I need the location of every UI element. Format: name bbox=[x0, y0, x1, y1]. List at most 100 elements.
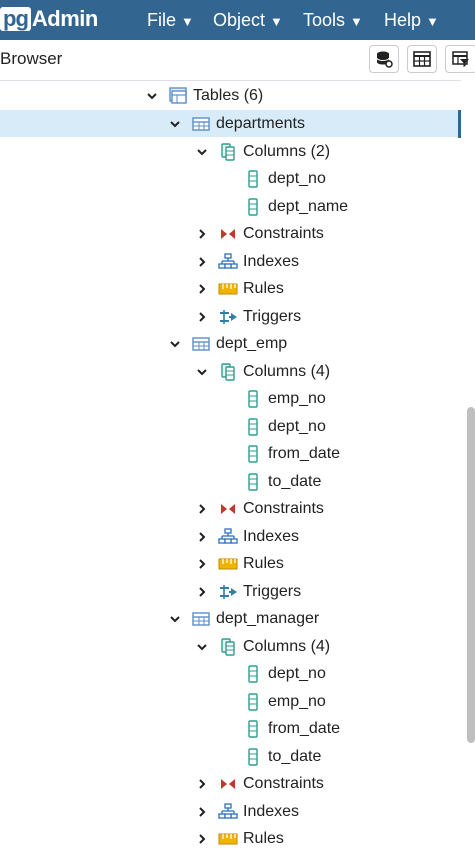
menu-tools[interactable]: Tools▼ bbox=[303, 0, 363, 40]
tree-node-label: emp_no bbox=[268, 389, 326, 407]
tree-node-table[interactable]: departments bbox=[0, 110, 460, 137]
tree-node-indexes[interactable]: Indexes bbox=[0, 248, 460, 275]
chevron-down-icon[interactable] bbox=[167, 611, 183, 627]
rules-icon bbox=[218, 554, 238, 574]
scrollbar-thumb[interactable] bbox=[467, 407, 475, 743]
column-icon bbox=[243, 389, 263, 409]
tree-node-column[interactable]: dept_no bbox=[0, 413, 460, 440]
chevron-right-icon[interactable] bbox=[194, 226, 210, 242]
table-icon bbox=[191, 609, 211, 629]
tables-icon bbox=[168, 86, 188, 106]
triggers-icon bbox=[218, 307, 238, 327]
tree-node-label: Rules bbox=[243, 829, 284, 847]
chevron-down-icon[interactable] bbox=[167, 116, 183, 132]
columns-icon bbox=[218, 142, 238, 162]
selection-edge bbox=[458, 110, 461, 138]
tree-node-constraints[interactable]: Constraints bbox=[0, 770, 460, 797]
tree-node-label: Columns (4) bbox=[243, 362, 331, 380]
tree-node-column[interactable]: to_date bbox=[0, 468, 460, 495]
column-icon bbox=[243, 747, 263, 767]
menu-file-label: File bbox=[147, 9, 177, 30]
tree-node-label: emp_no bbox=[268, 692, 326, 710]
columns-icon bbox=[218, 637, 238, 657]
chevron-right-icon[interactable] bbox=[194, 309, 210, 325]
view-data-button[interactable] bbox=[407, 45, 437, 73]
tree-node-label: Constraints bbox=[243, 224, 324, 242]
table-filter-icon bbox=[452, 51, 469, 67]
tree-node-label: dept_emp bbox=[216, 334, 288, 352]
menu-object-label: Object bbox=[213, 9, 266, 30]
column-icon bbox=[243, 719, 263, 739]
chevron-right-icon[interactable] bbox=[194, 281, 210, 297]
chevron-right-icon[interactable] bbox=[194, 501, 210, 517]
indexes-icon bbox=[218, 252, 238, 272]
tree-node-label: Columns (2) bbox=[243, 142, 331, 160]
tree-node-column[interactable]: dept_name bbox=[0, 193, 460, 220]
tree-node-column[interactable]: emp_no bbox=[0, 688, 460, 715]
menu-help[interactable]: Help▼ bbox=[384, 0, 439, 40]
chevron-down-icon[interactable] bbox=[194, 144, 210, 160]
tree-node-rules[interactable]: Rules bbox=[0, 825, 460, 852]
tree-node-column[interactable]: emp_no bbox=[0, 385, 460, 412]
chevron-down-icon[interactable] bbox=[167, 336, 183, 352]
tree-node-constraints[interactable]: Constraints bbox=[0, 220, 460, 247]
tree-node-indexes[interactable]: Indexes bbox=[0, 523, 460, 550]
column-icon bbox=[243, 169, 263, 189]
tree-node-label: dept_name bbox=[268, 197, 349, 215]
table-grid-icon bbox=[413, 51, 431, 67]
chevron-right-icon[interactable] bbox=[194, 254, 210, 270]
tree-node-label: Triggers bbox=[243, 307, 302, 325]
tree-node-label: dept_no bbox=[268, 664, 326, 682]
query-tool-button[interactable] bbox=[369, 45, 399, 73]
menu-file[interactable]: File▼ bbox=[147, 0, 194, 40]
logo-suffix: Admin bbox=[31, 6, 98, 31]
column-icon bbox=[243, 664, 263, 684]
tree-node-column[interactable]: dept_no bbox=[0, 165, 460, 192]
tree-node-label: Constraints bbox=[243, 774, 324, 792]
column-icon bbox=[243, 417, 263, 437]
table-icon bbox=[191, 334, 211, 354]
menu-object[interactable]: Object▼ bbox=[213, 0, 283, 40]
logo-prefix: pg bbox=[0, 7, 31, 31]
tree-node-triggers[interactable]: Triggers bbox=[0, 303, 460, 330]
tree-node-label: dept_no bbox=[268, 169, 326, 187]
tree-node-tables[interactable]: Tables (6) bbox=[0, 82, 460, 109]
tree-node-column[interactable]: to_date bbox=[0, 743, 460, 770]
tree-node-label: to_date bbox=[268, 472, 322, 490]
tree-node-column[interactable]: dept_no bbox=[0, 660, 460, 687]
chevron-down-icon: ▼ bbox=[270, 13, 283, 29]
chevron-right-icon[interactable] bbox=[194, 529, 210, 545]
chevron-down-icon[interactable] bbox=[144, 88, 160, 104]
chevron-right-icon[interactable] bbox=[194, 584, 210, 600]
browser-title: Browser bbox=[0, 49, 63, 68]
chevron-right-icon[interactable] bbox=[194, 831, 210, 847]
tree-node-columns[interactable]: Columns (4) bbox=[0, 358, 460, 385]
tree-node-label: to_date bbox=[268, 747, 322, 765]
chevron-down-icon[interactable] bbox=[194, 639, 210, 655]
tree-node-columns[interactable]: Columns (2) bbox=[0, 138, 460, 165]
tree-node-column[interactable]: from_date bbox=[0, 715, 460, 742]
chevron-down-icon: ▼ bbox=[426, 13, 439, 29]
tree-node-rules[interactable]: Rules bbox=[0, 550, 460, 577]
tree-node-rules[interactable]: Rules bbox=[0, 275, 460, 302]
chevron-down-icon[interactable] bbox=[194, 364, 210, 380]
tree-node-label: from_date bbox=[268, 444, 341, 462]
table-icon bbox=[191, 114, 211, 134]
tree-node-table[interactable]: dept_manager bbox=[0, 605, 460, 632]
chevron-right-icon[interactable] bbox=[194, 776, 210, 792]
chevron-right-icon[interactable] bbox=[194, 804, 210, 820]
column-icon bbox=[243, 692, 263, 712]
filtered-rows-button[interactable] bbox=[445, 45, 475, 73]
tree-node-triggers[interactable]: Triggers bbox=[0, 578, 460, 605]
chevron-down-icon: ▼ bbox=[181, 13, 194, 29]
chevron-right-icon[interactable] bbox=[194, 556, 210, 572]
tree-node-table[interactable]: dept_emp bbox=[0, 330, 460, 357]
tree-node-columns[interactable]: Columns (4) bbox=[0, 633, 460, 660]
column-icon bbox=[243, 472, 263, 492]
menu-help-label: Help bbox=[384, 9, 422, 30]
tree-node-label: Tables (6) bbox=[193, 86, 264, 104]
tree-node-indexes[interactable]: Indexes bbox=[0, 798, 460, 825]
tree-node-column[interactable]: from_date bbox=[0, 440, 460, 467]
tree-node-constraints[interactable]: Constraints bbox=[0, 495, 460, 522]
tree-node-label: Indexes bbox=[243, 527, 300, 545]
